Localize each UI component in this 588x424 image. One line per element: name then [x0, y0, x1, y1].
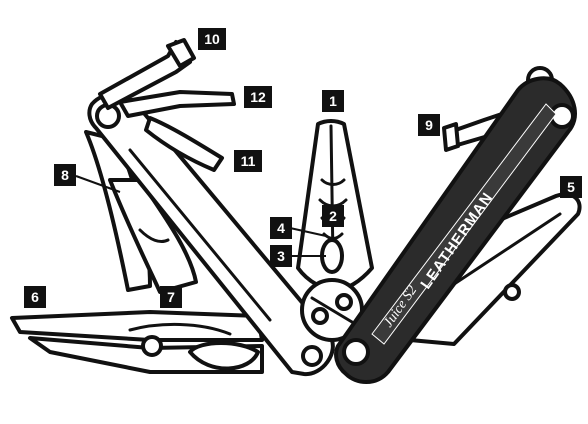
label-number: 1 [329, 93, 337, 109]
label-12: 12 [244, 86, 272, 108]
label-8: 8 [54, 164, 76, 186]
label-box [270, 217, 292, 239]
label-11: 11 [234, 150, 262, 172]
right-handle: LEATHERMAN Juice S2 [334, 66, 582, 384]
left-handle [84, 92, 335, 377]
label-number: 4 [277, 220, 285, 236]
label-box [270, 245, 292, 267]
label-number: 5 [567, 179, 575, 195]
label-3: 3 [270, 245, 292, 267]
label-number: 9 [425, 117, 433, 133]
label-4: 4 [270, 217, 292, 239]
label-box [160, 286, 182, 308]
label-box [24, 286, 46, 308]
label-number: 10 [204, 31, 220, 47]
label-box [418, 114, 440, 136]
pliers [296, 119, 374, 342]
label-box [560, 176, 582, 198]
label-box [198, 28, 226, 50]
label-number: 8 [61, 167, 69, 183]
scissors [10, 310, 264, 374]
label-1: 1 [322, 90, 344, 112]
label-number: 3 [277, 248, 285, 264]
label-box [244, 86, 272, 108]
label-7: 7 [160, 286, 182, 308]
callout-labels: 1 2 3 4 5 6 7 8 [24, 28, 582, 308]
label-box [322, 90, 344, 112]
label-5: 5 [560, 176, 582, 198]
label-10: 10 [198, 28, 226, 50]
label-2: 2 [322, 205, 344, 227]
leader-lines [75, 175, 327, 257]
label-box [54, 164, 76, 186]
label-9: 9 [418, 114, 440, 136]
label-number: 2 [329, 208, 337, 224]
top-tools [98, 38, 236, 172]
label-box [322, 205, 344, 227]
label-number: 7 [167, 289, 175, 305]
label-number: 12 [250, 89, 266, 105]
label-number: 11 [241, 153, 256, 169]
label-box [234, 150, 262, 172]
label-6: 6 [24, 286, 46, 308]
label-number: 6 [31, 289, 39, 305]
